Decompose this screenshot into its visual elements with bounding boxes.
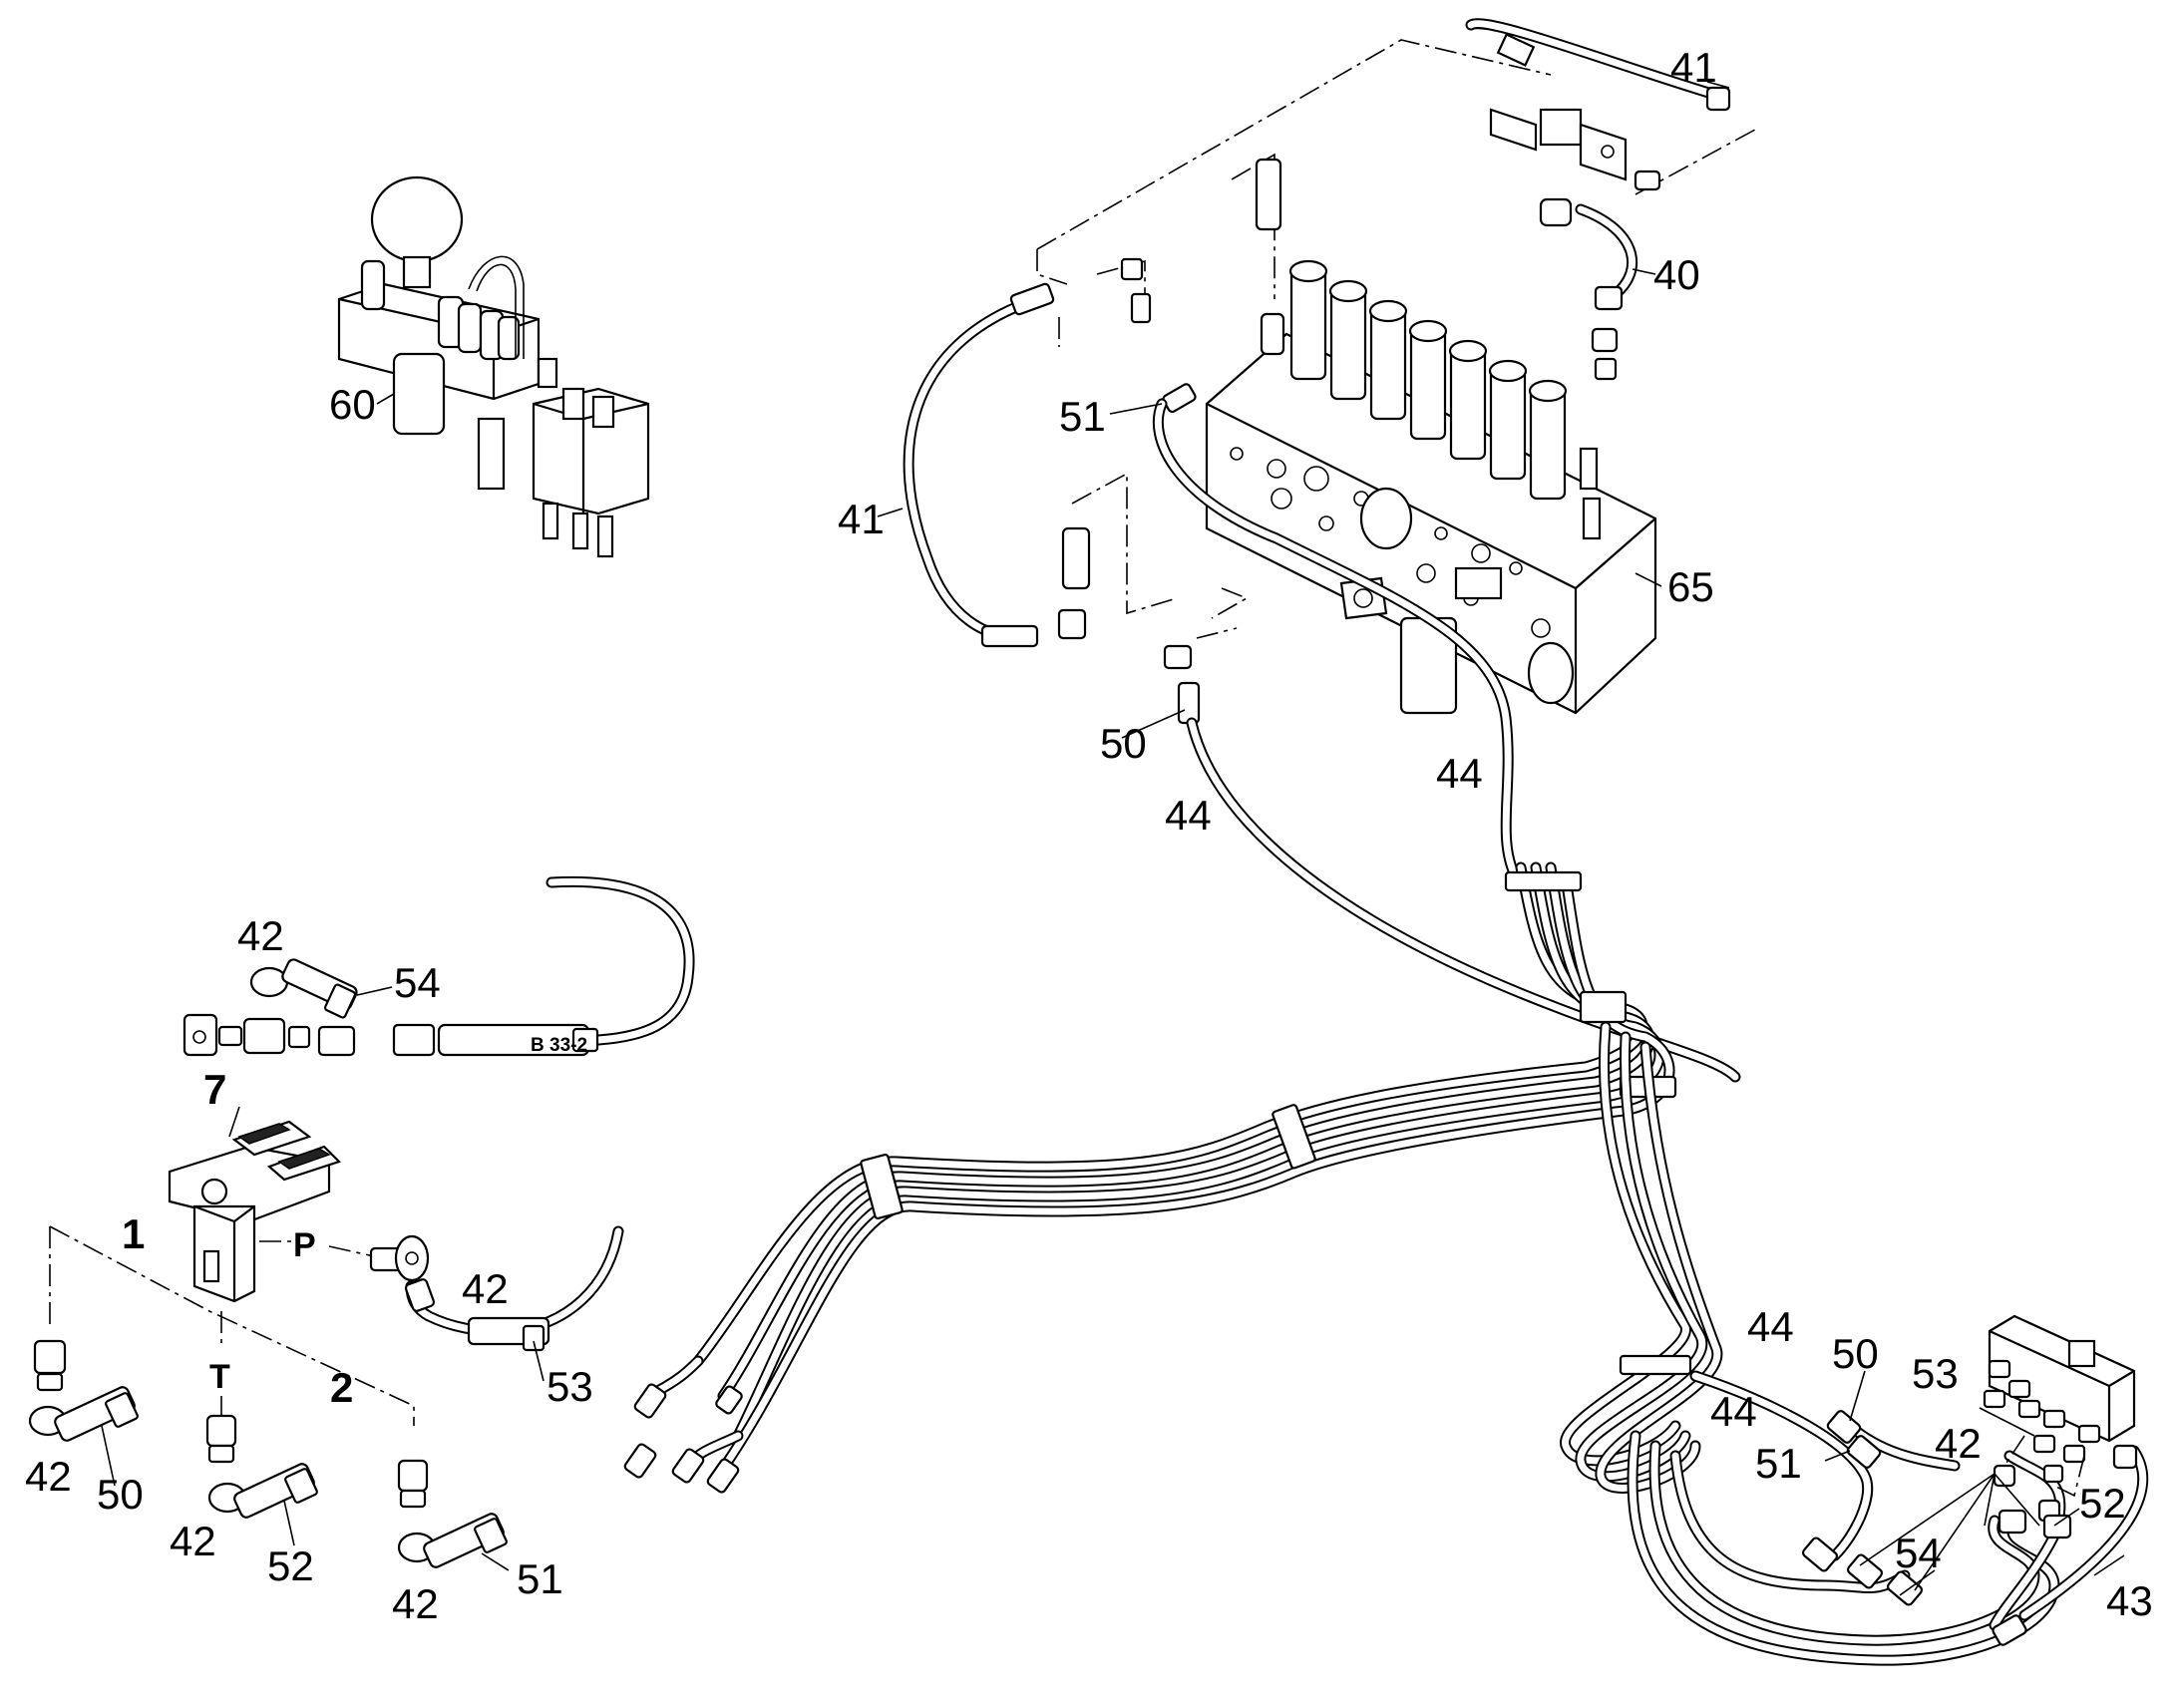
port-t-label: T: [209, 1358, 230, 1396]
leader-40: [1632, 268, 1656, 275]
main-control-valve-block: [1205, 259, 1657, 715]
callout-2: 2: [330, 1364, 353, 1411]
hose-41-left: [903, 158, 1285, 648]
callout-50: 50: [1832, 1330, 1879, 1377]
callout-65: 65: [1667, 563, 1714, 610]
leader-60: [376, 393, 395, 405]
callout-53: 53: [546, 1363, 593, 1410]
callout-7: 7: [203, 1066, 226, 1113]
pressure-sensor-assembly: [182, 875, 695, 1057]
pedal-fitting-group-t: [205, 1414, 318, 1519]
foot-pedal-valve: [168, 1120, 342, 1303]
leaders-bottom-left: [101, 1106, 510, 1571]
leader-50-top: [1121, 709, 1186, 739]
callout-60: 60: [329, 381, 376, 428]
connection-lines-upper: [1036, 39, 1756, 639]
callout-42: 42: [392, 1580, 439, 1627]
callout-51: 51: [1059, 393, 1106, 440]
hose-bundle: [623, 861, 2149, 1666]
hose-44-upper: [1152, 383, 1741, 1083]
pedal-fitting-group-1: [28, 1339, 139, 1442]
callout-42: 42: [237, 912, 284, 959]
callout-51: 51: [1755, 1440, 1802, 1487]
callout-42: 42: [462, 1265, 509, 1312]
pressure-switch-fittings: [1465, 18, 1731, 381]
pedal-port-lines: [49, 1225, 415, 1426]
callout-42: 42: [1935, 1420, 1982, 1467]
leader-41-left: [877, 508, 904, 517]
callout-50: 50: [97, 1471, 144, 1518]
callout-52: 52: [267, 1542, 314, 1589]
callout-54: 54: [394, 959, 441, 1006]
callout-43: 43: [2106, 1577, 2153, 1624]
callout-42: 42: [25, 1453, 72, 1500]
callout-41: 41: [1670, 44, 1717, 91]
callout-44: 44: [1165, 792, 1212, 839]
sensor-label: B 33-2: [531, 1035, 587, 1056]
callout-40: 40: [1653, 251, 1700, 298]
callout-44: 44: [1747, 1303, 1794, 1350]
leader-65: [1635, 572, 1662, 587]
callout-44: 44: [1436, 750, 1483, 797]
leader-51-top: [1109, 403, 1163, 415]
leader-41-top: [1706, 81, 1730, 89]
callout-53: 53: [1912, 1350, 1959, 1397]
callout-54: 54: [1895, 1530, 1942, 1576]
p-port-hose: [259, 1225, 624, 1352]
leaders-bottom-right: [1824, 1370, 2125, 1596]
port-p-label: P: [293, 1226, 316, 1264]
callout-44: 44: [1710, 1388, 1757, 1435]
lower-hose-fittings: [1801, 1410, 2072, 1646]
callout-labels: 41 40 60 51 41 65 50 44 44 42 54 7 1 42 …: [25, 44, 2153, 1627]
callout-52: 52: [2079, 1480, 2126, 1527]
callout-51: 51: [517, 1555, 563, 1602]
leader-54-top: [356, 986, 393, 996]
leader-53-left: [533, 1340, 545, 1382]
bottom-right-manifold: [1983, 1314, 2138, 1523]
callout-42: 42: [170, 1518, 216, 1564]
callout-1: 1: [122, 1210, 145, 1257]
callout-41: 41: [838, 496, 885, 542]
callout-50: 50: [1100, 720, 1147, 767]
accumulator-valve-assembly: [337, 175, 650, 558]
pedal-fitting-group-2: [397, 1459, 508, 1568]
